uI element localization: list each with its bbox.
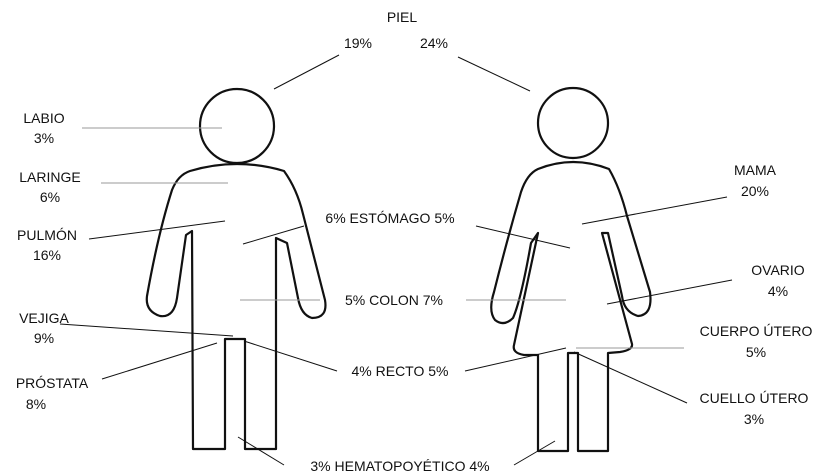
label-piel-male-pct: 19%	[344, 35, 372, 51]
leader-pulmon	[88, 220, 226, 240]
label-mama: MAMA	[734, 162, 777, 178]
label-vejiga-pct: 9%	[34, 330, 54, 346]
label-laringe-pct: 6%	[40, 189, 60, 205]
label-pulmon-pct: 16%	[33, 247, 61, 263]
leader-hema-male	[237, 436, 285, 466]
male-head	[198, 87, 276, 165]
label-mama-pct: 20%	[741, 183, 769, 199]
label-ovario-pct: 4%	[768, 283, 788, 299]
leader-hema-female	[513, 440, 556, 466]
label-cuerpo-utero: CUERPO ÚTERO	[700, 323, 813, 339]
leader-recto-female	[464, 347, 567, 372]
leader-estomago-male	[242, 225, 305, 245]
leader-ovario	[606, 279, 733, 305]
label-cuerpo-utero-pct: 5%	[746, 344, 766, 360]
label-laringe: LARINGE	[19, 169, 80, 185]
label-labio-pct: 3%	[34, 130, 54, 146]
leader-mama	[581, 196, 728, 225]
label-colon: 5% COLON 7%	[345, 292, 443, 308]
label-labio: LABIO	[23, 110, 64, 126]
leader-cuello-utero	[573, 351, 688, 404]
leader-vejiga	[59, 323, 234, 337]
labels: PIEL 19% 24% LABIO 3% LARINGE 6% PULMÓN …	[16, 9, 813, 473]
female-figure	[490, 86, 652, 453]
leader-estomago-female	[475, 225, 571, 249]
label-recto: 4% RECTO 5%	[352, 363, 449, 379]
leader-prostata	[101, 342, 218, 380]
leader-piel-male	[273, 54, 340, 90]
male-figure	[145, 87, 327, 451]
label-piel-female-pct: 24%	[420, 35, 448, 51]
leader-lines	[59, 54, 733, 466]
female-head	[536, 86, 610, 160]
label-ovario: OVARIO	[751, 262, 805, 278]
label-estomago: 6% ESTÓMAGO 5%	[325, 210, 454, 226]
female-body	[490, 160, 652, 453]
label-pulmon: PULMÓN	[17, 227, 77, 243]
leader-recto-male	[243, 340, 338, 372]
label-hematopoyetico: 3% HEMATOPOYÉTICO 4%	[310, 458, 489, 473]
label-prostata: PRÓSTATA	[16, 375, 89, 391]
label-cuello-utero: CUELLO ÚTERO	[700, 390, 809, 406]
label-cuello-utero-pct: 3%	[744, 411, 764, 427]
male-body	[145, 162, 327, 451]
label-vejiga: VEJIGA	[19, 310, 69, 326]
label-prostata-pct: 8%	[26, 396, 46, 412]
label-piel: PIEL	[387, 9, 418, 25]
leader-piel-female	[457, 56, 531, 92]
